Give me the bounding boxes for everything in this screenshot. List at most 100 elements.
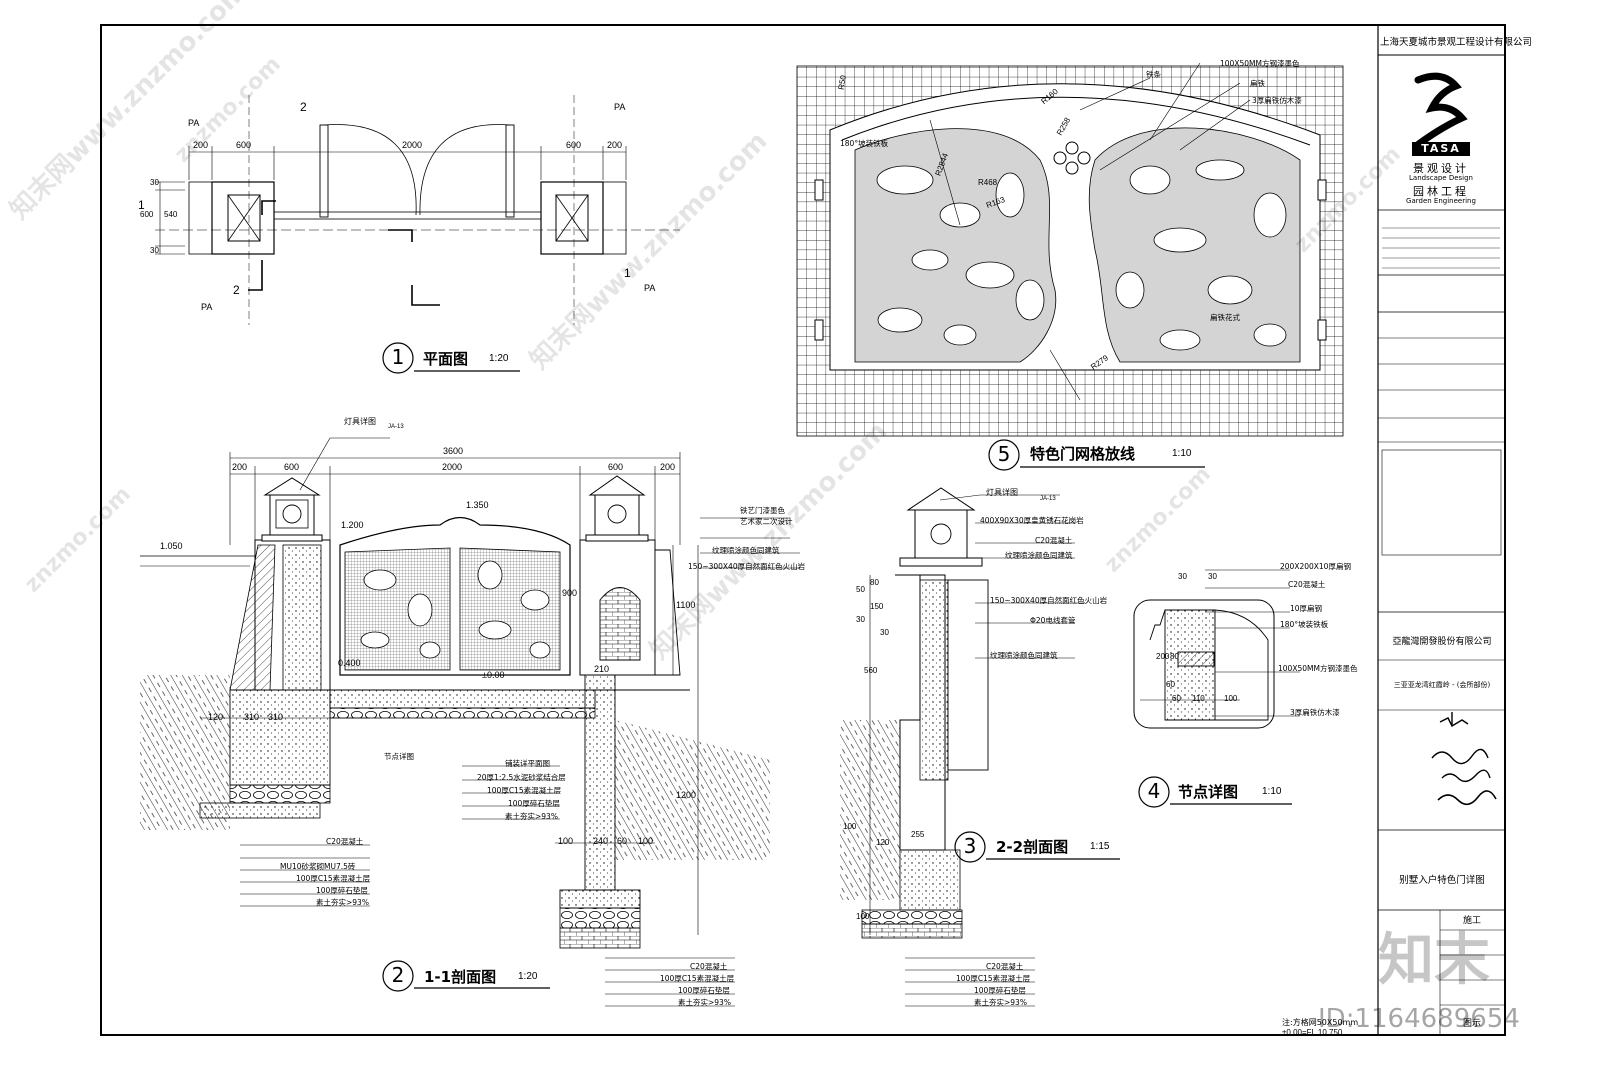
node-n3: 10厚扁钢 <box>1290 604 1323 613</box>
section22-dim: 100 <box>856 912 870 921</box>
plan-view <box>155 95 680 325</box>
plan-cut-1: 1 <box>138 198 145 212</box>
note-22-a3: 纹理喷涂颜色同建筑 <box>1005 551 1073 560</box>
node-n5: 100X50MM方钢漆墨色 <box>1278 664 1358 673</box>
plan-dim: 600 <box>140 210 154 219</box>
note-22-a5: Φ20电线套管 <box>1030 616 1076 625</box>
subtitle-en-1: Landscape Design <box>1409 174 1473 182</box>
view1-title: 平面图 <box>423 350 469 368</box>
view4-number-circle <box>1138 776 1170 808</box>
plan-dim: 200 <box>607 140 623 150</box>
section-dim: 100 <box>558 836 574 846</box>
plan-pa: PA <box>614 102 626 112</box>
note-pave-4: 素土夯实>93% <box>505 812 558 821</box>
title-block <box>1377 25 1505 1035</box>
elevation-mark: 0.400 <box>338 658 361 668</box>
grid-note-2: 3厚扁铁仿木漆 <box>1252 96 1302 105</box>
view3-title: 2-2剖面图 <box>996 838 1069 856</box>
view4-number: 4 <box>1147 779 1161 803</box>
section22-dim: 80 <box>870 578 879 587</box>
node-dim: 100 <box>1224 694 1238 703</box>
plan-dim: 2000 <box>402 140 423 150</box>
node-dim: 30 <box>1208 572 1217 581</box>
note-node: 节点详图 <box>384 752 414 761</box>
note-22-b2: 100厚C15素混凝土层 <box>956 974 1031 983</box>
grid-radius: R468 <box>978 178 998 187</box>
note-pave-3: 100厚碎石垫层 <box>508 799 560 808</box>
view3-scale: 1:15 <box>1090 841 1110 852</box>
section-dim-total: 3600 <box>443 446 464 456</box>
note-r4: 150~300X40厚自然面红色火山岩 <box>688 562 806 571</box>
footnote-grid: 注:方格网50X50mm <box>1282 1018 1359 1027</box>
node-n4: 180°坡装铁板 <box>1280 620 1329 629</box>
section-dim: 120 <box>208 712 224 722</box>
note-22-b3: 100厚碎石垫层 <box>974 986 1026 995</box>
node-detail-view <box>1133 569 1300 729</box>
note-22-a4: 150~300X40厚自然面红色火山岩 <box>990 596 1108 605</box>
section22-dim: 150 <box>870 602 884 611</box>
sheet-border <box>100 24 1506 1036</box>
gate-grid-view <box>796 62 1344 437</box>
view5-number: 5 <box>997 442 1011 466</box>
view4-title: 节点详图 <box>1178 783 1239 801</box>
subtitle-cn-2: 园林工程 <box>1413 185 1469 198</box>
section22-dim: 50 <box>856 585 865 594</box>
grid-note-6: 扁铁花式 <box>1210 313 1240 322</box>
view4-scale: 1:10 <box>1262 786 1282 797</box>
grid-note-4: 扁铁 <box>1250 79 1265 88</box>
elevation-mark: 1.050 <box>160 541 183 551</box>
node-n6: 3厚扁铁仿木漆 <box>1290 708 1340 717</box>
view2-title: 1-1剖面图 <box>424 968 497 986</box>
section-dim: 310 <box>268 712 284 722</box>
section-22-view <box>840 487 1085 1007</box>
note-m3: 100厚碎石垫层 <box>678 986 730 995</box>
note-m2: 100厚C15素混凝土层 <box>660 974 735 983</box>
note-l3: 100厚C15素混凝土层 <box>296 874 371 883</box>
client-name: 亞龍灣開發股份有限公司 <box>1392 637 1492 647</box>
footnote-level: ±0.00=FL 10.750 <box>1282 1028 1343 1037</box>
section-dim: 210 <box>594 664 610 674</box>
view2-scale: 1:20 <box>518 971 538 982</box>
section-11-view <box>140 437 800 1007</box>
plan-dim: 600 <box>566 140 582 150</box>
section-dim: 1200 <box>676 790 697 800</box>
grid-note-3: 铁条 <box>1146 70 1161 79</box>
plan-cut-2: 2 <box>300 100 307 114</box>
grid-note-1: 100X50MM方钢漆墨色 <box>1220 59 1300 68</box>
note-l1: C20混凝土 <box>326 837 364 846</box>
note-22-b1: C20混凝土 <box>986 962 1024 971</box>
note-22-a1: 400X90X30厚皇黄锈石花岗岩 <box>980 516 1084 525</box>
note-m1: C20混凝土 <box>690 962 728 971</box>
section-dim: 600 <box>284 462 300 472</box>
section-dim: 60 <box>617 836 628 846</box>
section22-dim: 30 <box>856 615 865 624</box>
grid-note-5: 180°坡装铁板 <box>840 139 889 148</box>
section-dim: 100 <box>638 836 654 846</box>
node-n1: 200X200X10厚扁钢 <box>1280 562 1351 571</box>
node-dim: 60 <box>1166 680 1175 689</box>
note-m4: 素土夯实>93% <box>678 998 731 1007</box>
stage-label: 施工 <box>1462 916 1481 926</box>
note-r1: 铁艺门漆墨色 <box>740 506 785 515</box>
node-n2: C20混凝土 <box>1288 580 1326 589</box>
view3-number-circle <box>954 831 986 863</box>
note-r2: 艺术家二次设计 <box>740 517 793 526</box>
note-22-lamp: 灯具详图 <box>986 488 1018 497</box>
note-l5: 素土夯实>93% <box>316 898 369 907</box>
plan-pa: PA <box>201 302 213 312</box>
note-22-a2: C20混凝土 <box>1035 536 1073 545</box>
logo-text: TASA <box>1421 142 1461 155</box>
drawing-title: 别墅入户特色门详图 <box>1399 875 1485 886</box>
plan-dim: 540 <box>164 210 178 219</box>
section-dim: 240 <box>593 836 609 846</box>
drawn-label: 图示 <box>1462 1019 1481 1029</box>
section-dim: 310 <box>244 712 260 722</box>
note-lamp: 灯具详图 <box>344 417 376 426</box>
plan-dim: 200 <box>193 140 209 150</box>
section22-dim: 255 <box>911 830 925 839</box>
elevation-mark: 1.200 <box>341 520 364 530</box>
view2-number: 2 <box>391 963 405 987</box>
section22-dim: 30 <box>880 628 889 637</box>
view5-number-circle <box>988 439 1020 471</box>
subtitle-en-2: Garden Engineering <box>1406 197 1476 205</box>
